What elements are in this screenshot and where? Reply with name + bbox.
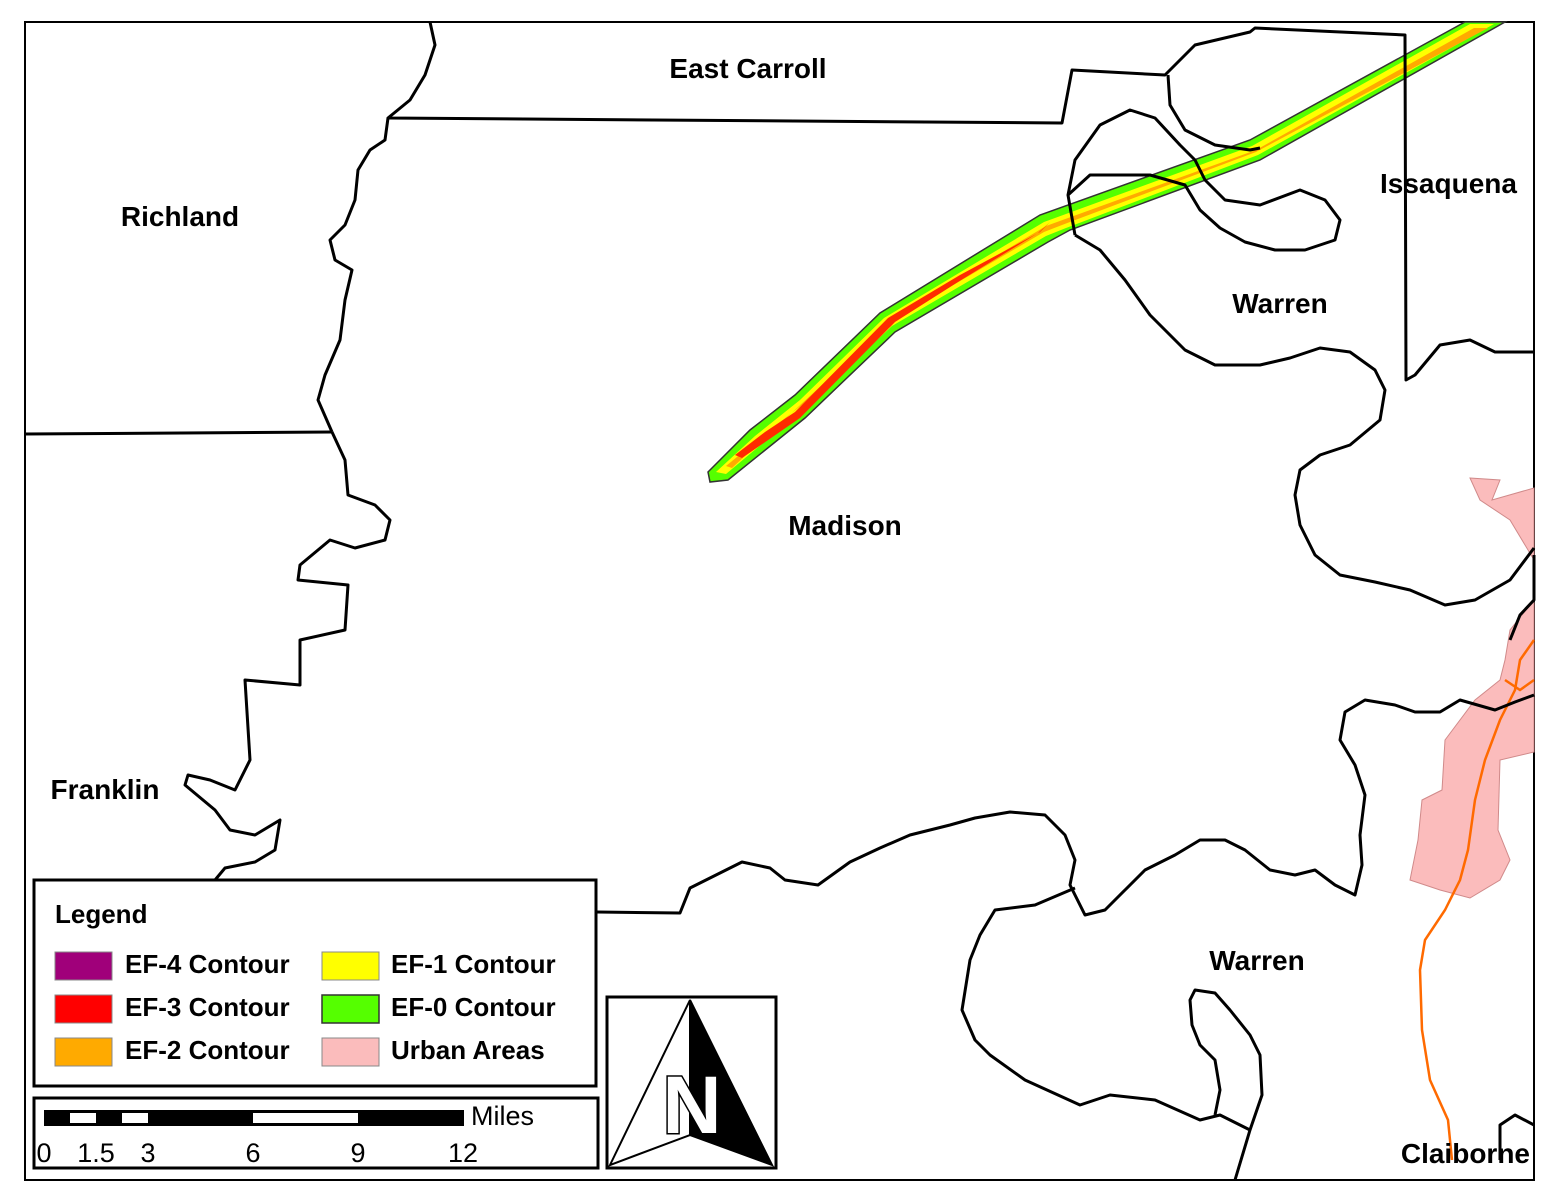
boundary-franklin-madison [183, 431, 392, 881]
county-boundaries [24, 21, 1536, 1181]
scale-bar-segment [253, 1113, 358, 1123]
boundary-east-carroll [386, 21, 1534, 382]
legend-label-ef0: EF-0 Contour [391, 992, 556, 1022]
urban-area-north [1469, 477, 1535, 562]
ef0-contour [707, 21, 1508, 483]
boundary-warren-north-loop [1166, 74, 1261, 152]
boundary-warren-south-inner [1188, 988, 1264, 1131]
north-arrow: N [605, 995, 778, 1170]
scale-tick-12: 12 [448, 1138, 478, 1168]
urban-area-vicksburg [1409, 598, 1535, 899]
scale-bar: Miles 0 1.5 3 6 9 12 [32, 1096, 600, 1170]
highway-road [1418, 639, 1536, 1161]
north-arrow-icon-dark [689, 999, 775, 1167]
legend-label-ef4: EF-4 Contour [125, 949, 290, 979]
boundary-claiborne [1498, 1113, 1535, 1160]
road-spur [1504, 678, 1535, 692]
county-label-warren-north: Warren [1232, 288, 1327, 319]
county-label-claiborne: Claiborne [1401, 1138, 1530, 1169]
boundary-warren-south-loop [960, 886, 1252, 1181]
scale-bar-unit: Miles [471, 1101, 534, 1131]
scale-tick-1-5: 1.5 [77, 1138, 115, 1168]
ef3-contour [735, 222, 1050, 458]
county-label-warren-south: Warren [1209, 945, 1304, 976]
boundary-east-edge [1508, 555, 1536, 641]
legend: Legend EF-4 Contour EF-1 Contour EF-3 Co… [32, 878, 598, 1088]
scale-bar-segment [122, 1113, 148, 1123]
scale-tick-3: 3 [140, 1138, 155, 1168]
boundary-richland-madison [316, 117, 390, 433]
county-label-east-carroll: East Carroll [669, 53, 826, 84]
north-arrow-letter: N [662, 1060, 721, 1151]
legend-title: Legend [55, 899, 147, 929]
tornado-track [707, 21, 1508, 483]
scale-tick-6: 6 [245, 1138, 260, 1168]
county-label-issaquena: Issaquena [1380, 168, 1517, 199]
county-label-richland: Richland [121, 201, 239, 232]
boundary-warren-oxbow [1074, 233, 1536, 607]
scale-bar-segment [70, 1113, 96, 1123]
boundary-oxbow-lake [1066, 108, 1342, 252]
county-label-franklin: Franklin [51, 774, 160, 805]
county-label-madison: Madison [788, 510, 902, 541]
legend-swatch-ef3 [54, 994, 113, 1024]
scale-tick-9: 9 [350, 1138, 365, 1168]
legend-swatch-ef1 [321, 951, 380, 981]
scale-bar-box [32, 1096, 600, 1170]
legend-label-ef2: EF-2 Contour [125, 1035, 290, 1065]
legend-swatch-ef2 [54, 1037, 113, 1067]
legend-swatch-urban [321, 1037, 380, 1067]
legend-label-ef3: EF-3 Contour [125, 992, 290, 1022]
legend-label-ef1: EF-1 Contour [391, 949, 556, 979]
legend-box [32, 878, 598, 1088]
scale-tick-0: 0 [36, 1138, 51, 1168]
boundary-richland-franklin [24, 430, 333, 436]
boundary-madison-south [596, 693, 1535, 917]
legend-swatch-ef4 [54, 951, 113, 981]
legend-swatch-ef0 [321, 994, 380, 1024]
legend-label-urban: Urban Areas [391, 1035, 545, 1065]
